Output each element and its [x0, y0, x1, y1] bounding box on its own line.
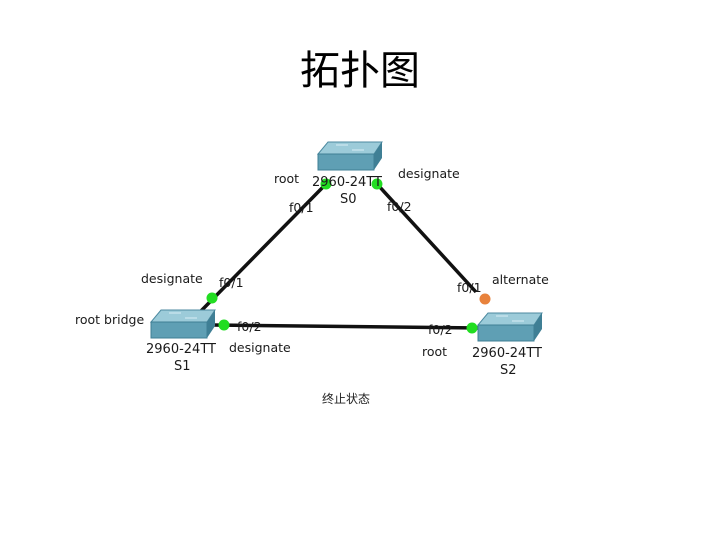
- s1-f0-1-status-indicator: [206, 292, 218, 304]
- s0-f0-2-port-label: f0/2: [387, 199, 412, 214]
- switch-s2-icon[interactable]: [476, 312, 543, 342]
- s1-f0-2-port-label: f0/2: [237, 319, 262, 334]
- s1-role-label: root bridge: [75, 312, 144, 327]
- s2-f0-2-role-label: root: [422, 344, 447, 359]
- link-s0-s2: [375, 182, 478, 294]
- s0-f0-2-status-indicator: [371, 178, 383, 190]
- s2-model-label: 2960-24TT: [472, 346, 542, 361]
- s1-f0-2-role-label: designate: [229, 340, 291, 355]
- s0-model-label: 2960-24TT: [312, 175, 382, 190]
- s2-name-label: S2: [500, 363, 517, 378]
- s0-name-label: S0: [340, 192, 357, 207]
- s2-f0-1-role-label: alternate: [492, 272, 549, 287]
- s1-model-label: 2960-24TT: [146, 342, 216, 357]
- s1-f0-2-status-indicator: [218, 319, 230, 331]
- s0-f0-2-role-label: designate: [398, 166, 460, 181]
- s1-f0-1-port-label: f0/1: [219, 275, 244, 290]
- switch-s1-icon[interactable]: [149, 309, 216, 339]
- s2-f0-2-port-label: f0/2: [428, 322, 453, 337]
- state-caption: 终止状态: [322, 391, 370, 406]
- slide-title: 拓扑图: [300, 48, 420, 94]
- switch-s0-icon[interactable]: [316, 141, 383, 171]
- s0-f0-1-role-label: root: [274, 171, 299, 186]
- s2-f0-1-port-label: f0/1: [457, 280, 482, 295]
- link-s1-s2: [212, 323, 481, 330]
- s2-f0-1-status-indicator: [479, 293, 491, 305]
- s1-name-label: S1: [174, 359, 191, 374]
- link-s0-s1: [198, 182, 328, 314]
- s0-f0-1-port-label: f0/1: [289, 200, 314, 215]
- s2-f0-2-status-indicator: [466, 322, 478, 334]
- s0-f0-1-status-indicator: [320, 178, 332, 190]
- s1-f0-1-role-label: designate: [141, 271, 203, 286]
